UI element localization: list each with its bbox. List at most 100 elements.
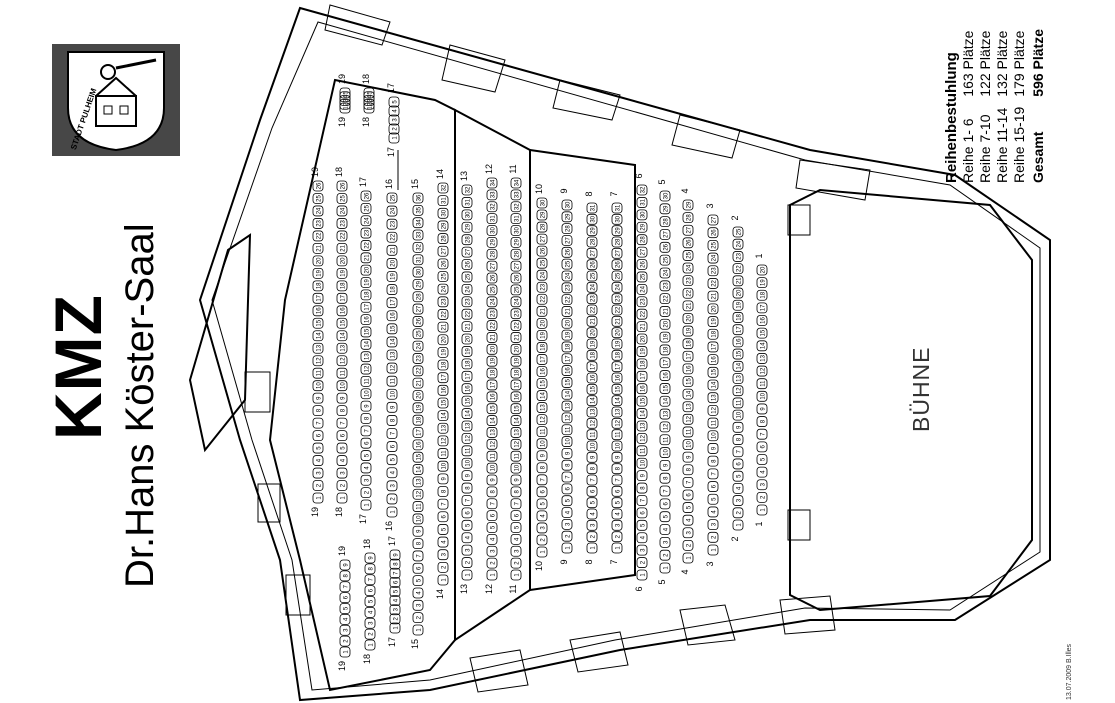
seat[interactable] bbox=[486, 486, 498, 498]
seat[interactable] bbox=[360, 240, 372, 251]
seat[interactable] bbox=[707, 417, 719, 429]
seat[interactable] bbox=[510, 236, 522, 248]
seat[interactable] bbox=[486, 296, 498, 308]
seat[interactable] bbox=[386, 271, 398, 282]
seat[interactable] bbox=[586, 531, 598, 543]
seat[interactable] bbox=[312, 230, 324, 242]
seat[interactable] bbox=[510, 177, 522, 189]
seat[interactable] bbox=[536, 522, 548, 534]
seat[interactable] bbox=[486, 557, 498, 569]
seat[interactable] bbox=[360, 264, 372, 276]
seat[interactable] bbox=[732, 458, 744, 470]
seat[interactable] bbox=[364, 596, 376, 607]
seat[interactable] bbox=[312, 342, 324, 354]
seat[interactable] bbox=[561, 436, 573, 447]
seat[interactable] bbox=[636, 519, 648, 531]
seat[interactable] bbox=[536, 342, 548, 353]
seat[interactable] bbox=[461, 445, 473, 457]
seat[interactable] bbox=[388, 105, 400, 117]
seat[interactable] bbox=[461, 296, 473, 308]
seat[interactable] bbox=[412, 204, 424, 216]
seat[interactable] bbox=[586, 361, 598, 373]
seat[interactable] bbox=[312, 430, 324, 442]
seat[interactable] bbox=[732, 324, 744, 336]
seat[interactable] bbox=[682, 514, 694, 526]
seat[interactable] bbox=[586, 247, 598, 259]
seat[interactable] bbox=[636, 197, 648, 208]
seat[interactable] bbox=[412, 229, 424, 241]
seat[interactable] bbox=[336, 430, 348, 442]
seat[interactable] bbox=[586, 293, 598, 305]
seat[interactable] bbox=[707, 519, 719, 531]
seat[interactable] bbox=[312, 392, 324, 404]
seat[interactable] bbox=[536, 269, 548, 281]
seat[interactable] bbox=[486, 450, 498, 462]
seat[interactable] bbox=[437, 498, 449, 510]
seat[interactable] bbox=[510, 332, 522, 343]
seat[interactable] bbox=[360, 215, 372, 227]
seat[interactable] bbox=[412, 464, 424, 475]
seat[interactable] bbox=[682, 527, 694, 539]
seat[interactable] bbox=[561, 199, 573, 211]
seat[interactable] bbox=[510, 284, 522, 296]
seat[interactable] bbox=[437, 549, 449, 561]
seat[interactable] bbox=[659, 383, 671, 394]
seat[interactable] bbox=[536, 293, 548, 305]
seat[interactable] bbox=[707, 506, 719, 518]
seat[interactable] bbox=[636, 358, 648, 370]
seat[interactable] bbox=[437, 448, 449, 459]
seat[interactable] bbox=[536, 390, 548, 401]
seat[interactable] bbox=[312, 180, 324, 192]
seat[interactable] bbox=[412, 192, 424, 204]
seat[interactable] bbox=[486, 248, 498, 260]
seat[interactable] bbox=[682, 287, 694, 299]
seat[interactable] bbox=[732, 275, 744, 287]
seat[interactable] bbox=[412, 254, 424, 266]
seat[interactable] bbox=[510, 533, 522, 545]
seat[interactable] bbox=[707, 265, 719, 277]
seat[interactable] bbox=[586, 270, 598, 282]
seat[interactable] bbox=[360, 227, 372, 239]
seat[interactable] bbox=[412, 266, 424, 278]
seat[interactable] bbox=[756, 403, 768, 415]
seat[interactable] bbox=[636, 432, 648, 444]
seat[interactable] bbox=[461, 432, 473, 444]
seat[interactable] bbox=[756, 327, 768, 339]
seat[interactable] bbox=[437, 195, 449, 207]
seat[interactable] bbox=[536, 305, 548, 317]
seat[interactable] bbox=[437, 258, 449, 270]
seat[interactable] bbox=[437, 372, 449, 384]
seat[interactable] bbox=[360, 462, 372, 474]
seat[interactable] bbox=[386, 415, 398, 426]
seat[interactable] bbox=[561, 211, 573, 223]
seat[interactable] bbox=[486, 213, 498, 225]
seat[interactable] bbox=[437, 384, 449, 396]
seat[interactable] bbox=[636, 420, 648, 432]
seat[interactable] bbox=[536, 366, 548, 377]
seat[interactable] bbox=[312, 492, 324, 504]
seat[interactable] bbox=[682, 325, 694, 337]
seat[interactable] bbox=[312, 417, 324, 429]
seat[interactable] bbox=[486, 498, 498, 510]
seat[interactable] bbox=[636, 544, 648, 556]
seat[interactable] bbox=[389, 595, 401, 607]
seat[interactable] bbox=[510, 438, 522, 450]
seat[interactable] bbox=[510, 201, 522, 213]
seat[interactable] bbox=[586, 440, 598, 452]
seat[interactable] bbox=[611, 429, 623, 441]
seat[interactable] bbox=[389, 586, 401, 597]
seat[interactable] bbox=[312, 367, 324, 379]
seat[interactable] bbox=[561, 388, 573, 400]
seat[interactable] bbox=[682, 237, 694, 249]
seat[interactable] bbox=[360, 400, 372, 412]
seat[interactable] bbox=[364, 628, 376, 640]
seat[interactable] bbox=[659, 357, 671, 369]
seat[interactable] bbox=[461, 221, 473, 233]
seat[interactable] bbox=[412, 402, 424, 414]
seat[interactable] bbox=[312, 242, 324, 254]
seat[interactable] bbox=[437, 561, 449, 573]
seat[interactable] bbox=[682, 451, 694, 463]
seat[interactable] bbox=[611, 304, 623, 316]
seat[interactable] bbox=[561, 483, 573, 495]
seat[interactable] bbox=[586, 338, 598, 350]
